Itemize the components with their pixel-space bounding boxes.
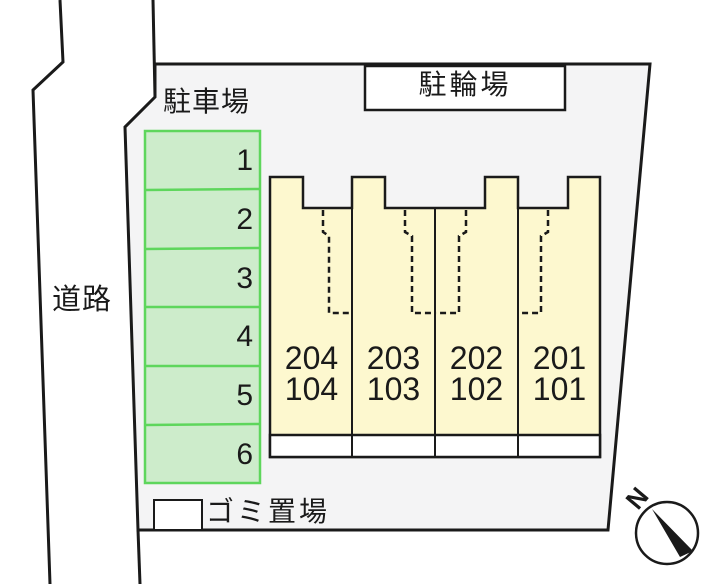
unit-204-104: 204 104 — [270, 340, 353, 407]
parking-slot-3: 3 — [236, 262, 253, 295]
road-right-edge-top — [151, 0, 157, 98]
road-left-edge — [31, 0, 65, 584]
unit-upper: 203 — [366, 340, 421, 376]
apartment-building — [268, 175, 602, 459]
interior-dashed-201 — [518, 210, 550, 315]
unit-lower: 103 — [366, 371, 421, 407]
parking-slot-1: 1 — [236, 144, 253, 177]
compass-icon — [634, 500, 700, 566]
unit-upper: 201 — [532, 340, 587, 376]
unit-201-101: 201 101 — [518, 340, 601, 407]
parking-slot-5: 5 — [236, 379, 253, 412]
garbage-label: ゴミ置場 — [206, 495, 331, 528]
garbage-area — [153, 499, 203, 531]
interior-dashed-204 — [321, 210, 352, 315]
bicycle-parking-area — [363, 64, 567, 112]
unit-lower: 101 — [532, 371, 587, 407]
parking-lot — [143, 129, 262, 485]
unit-202-102: 202 102 — [435, 340, 518, 407]
road-label: 道路 — [52, 282, 113, 316]
unit-203-103: 203 103 — [352, 340, 435, 407]
parking-slot-6: 6 — [236, 438, 253, 471]
road-right-edge-bottom — [136, 529, 142, 584]
unit-lower: 102 — [449, 371, 504, 407]
road — [31, 0, 65, 584]
parking-slot-4: 4 — [236, 320, 253, 353]
interior-dashed-203 — [403, 210, 435, 315]
parking-label: 駐車場 — [163, 85, 251, 118]
parking-slot-2: 2 — [236, 203, 253, 236]
bicycle-parking-label: 駐輪場 — [418, 68, 512, 101]
unit-upper: 202 — [449, 340, 504, 376]
unit-upper: 204 — [284, 340, 339, 376]
interior-dashed-202 — [435, 210, 468, 315]
unit-lower: 104 — [284, 371, 339, 407]
